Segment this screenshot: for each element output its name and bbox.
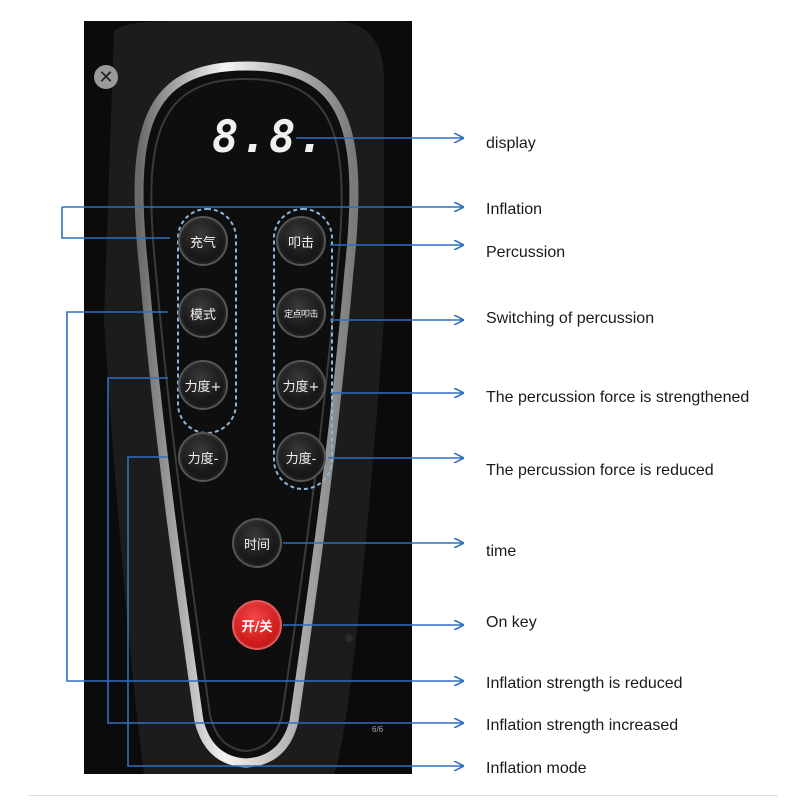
label-time: time	[486, 543, 517, 560]
label-inflation: Inflation	[486, 201, 543, 218]
label-display: display	[486, 135, 536, 152]
percussion-force-minus-button[interactable]: 力度-	[276, 432, 326, 482]
fixed-percussion-button[interactable]: 定点叩击	[276, 288, 326, 338]
divider	[28, 795, 778, 796]
label-switching: Switching of percussion	[486, 310, 655, 327]
percussion-button[interactable]: 叩击	[276, 216, 326, 266]
seven-segment-display: 8.8.	[212, 112, 326, 163]
label-inflation-reduced: Inflation strength is reduced	[486, 675, 683, 692]
close-icon[interactable]: ✕	[94, 65, 118, 89]
percussion-force-plus-button[interactable]: 力度+	[276, 360, 326, 410]
page-indicator: 6/6	[372, 725, 384, 734]
mode-button[interactable]: 模式	[178, 288, 228, 338]
inflate-button[interactable]: 充气	[178, 216, 228, 266]
label-on-key: On key	[486, 614, 537, 631]
label-reduced: The percussion force is reduced	[486, 462, 714, 479]
label-inflation-increased: Inflation strength increased	[486, 717, 679, 734]
time-button[interactable]: 时间	[232, 518, 282, 568]
inflation-force-minus-button[interactable]: 力度-	[178, 432, 228, 482]
label-inflation-mode: Inflation mode	[486, 760, 587, 777]
power-button[interactable]: 开/关	[232, 600, 282, 650]
inflation-force-plus-button[interactable]: 力度+	[178, 360, 228, 410]
label-strengthened: The percussion force is strengthened	[486, 389, 750, 406]
label-percussion: Percussion	[486, 244, 566, 261]
